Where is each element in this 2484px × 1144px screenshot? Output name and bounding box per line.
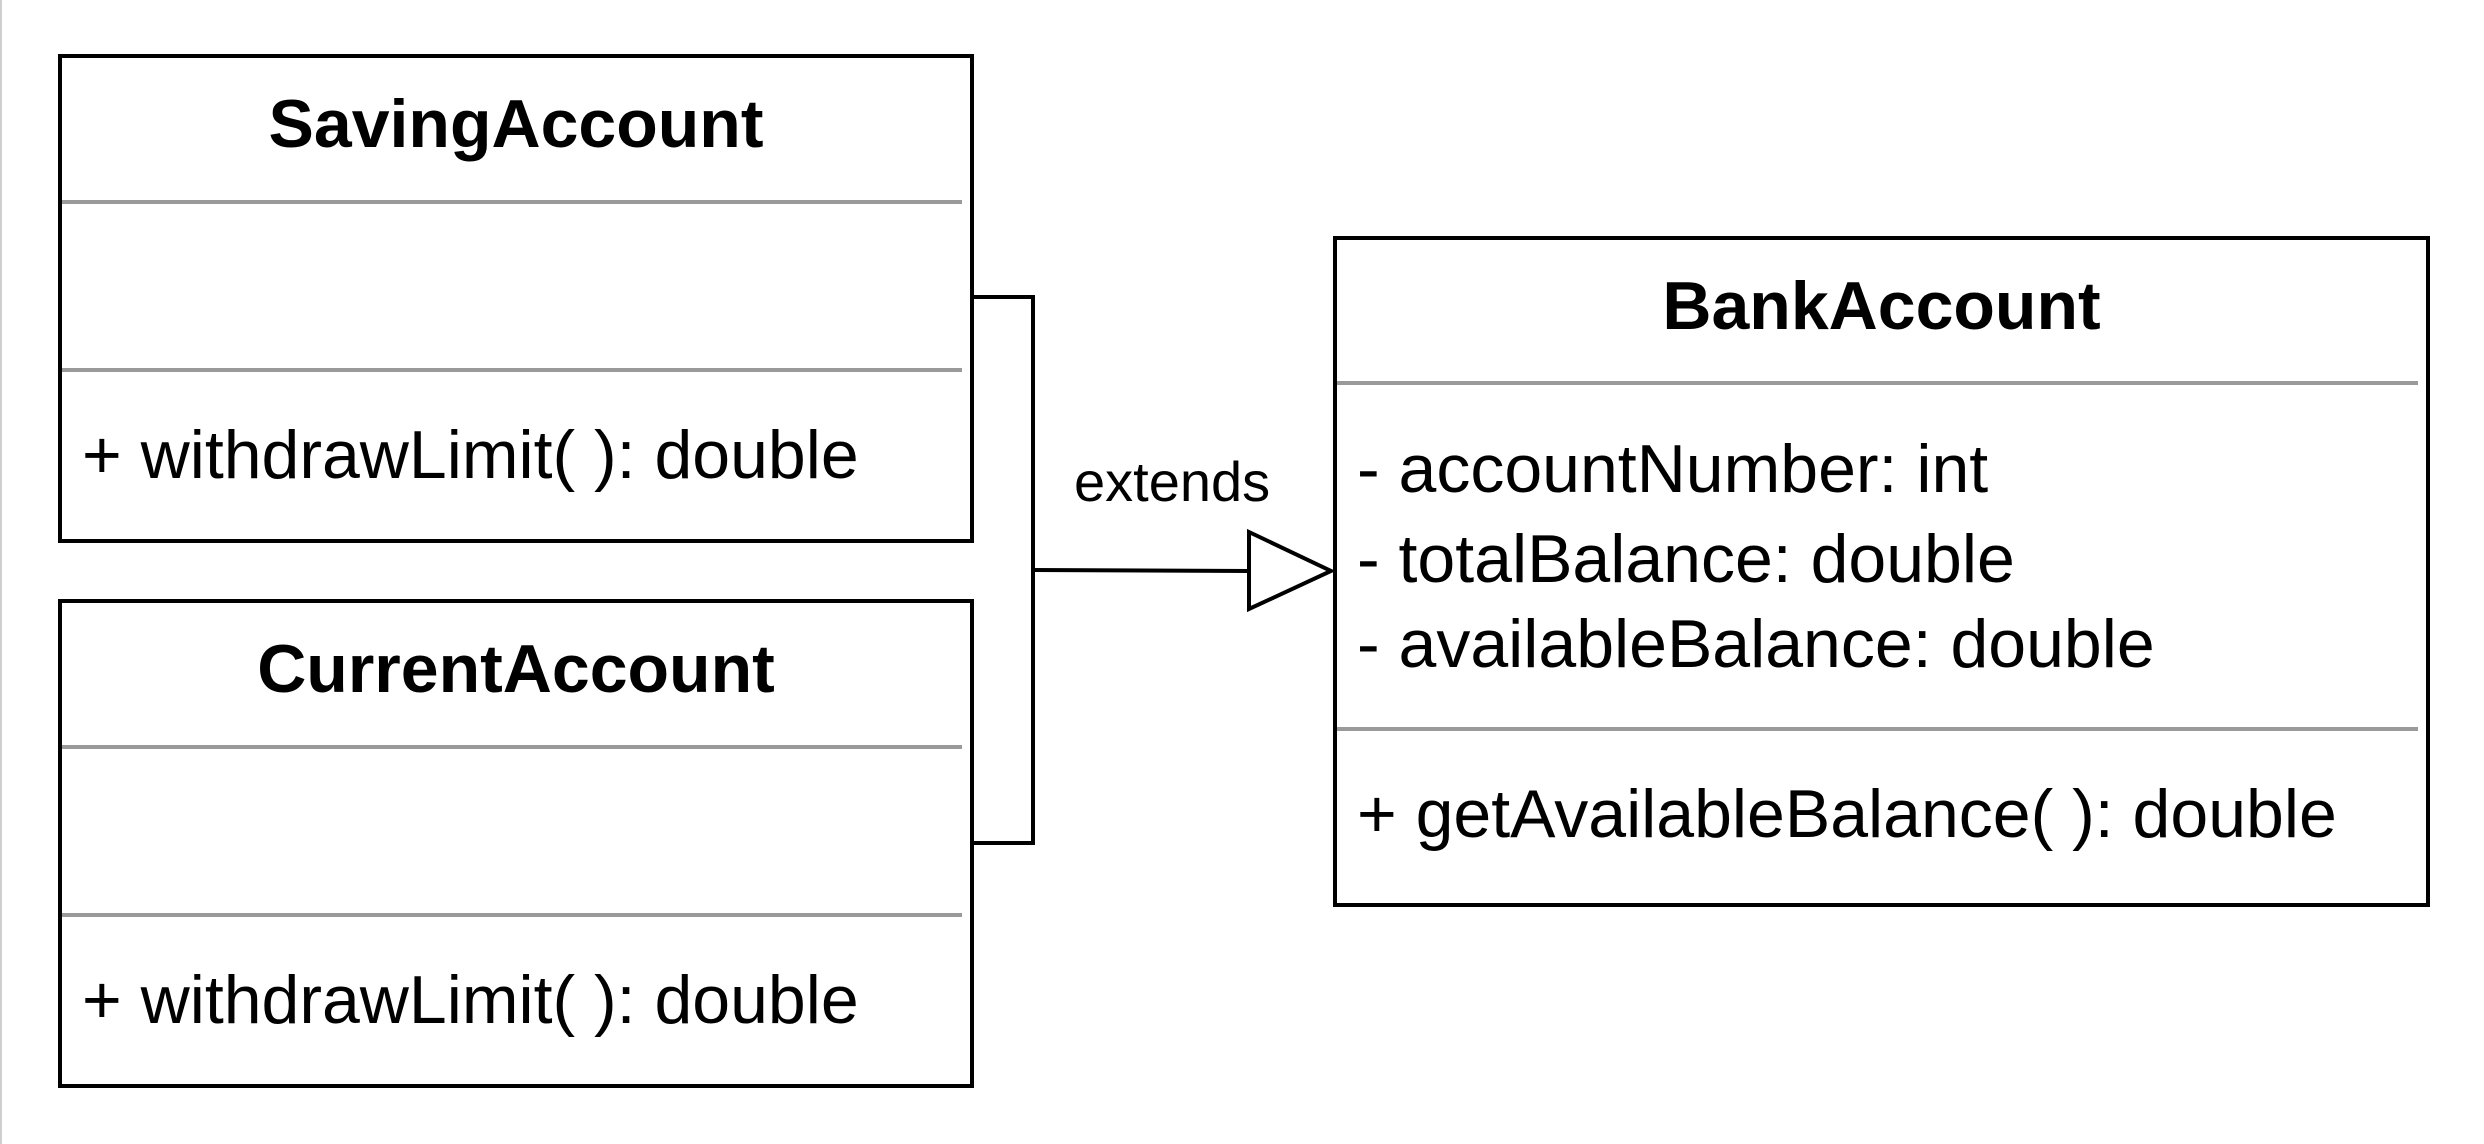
relationship-label: extends bbox=[1074, 450, 1271, 513]
class-name: SavingAccount bbox=[268, 86, 764, 162]
class-divider bbox=[62, 745, 962, 749]
class-saving-account: SavingAccount + withdrawLimit( ): double bbox=[58, 54, 974, 543]
connector-line bbox=[1032, 568, 1250, 573]
class-bank-account: BankAccount - accountNumber: int - total… bbox=[1333, 236, 2430, 907]
class-attribute: - totalBalance: double bbox=[1357, 521, 2015, 597]
class-method: + withdrawLimit( ): double bbox=[82, 962, 859, 1038]
class-method: + getAvailableBalance( ): double bbox=[1357, 776, 2337, 852]
class-current-account: CurrentAccount + withdrawLimit( ): doubl… bbox=[58, 599, 974, 1088]
class-name: BankAccount bbox=[1662, 268, 2101, 344]
class-attribute: - accountNumber: int bbox=[1357, 431, 1989, 507]
class-divider bbox=[62, 913, 962, 917]
class-divider bbox=[1337, 381, 2418, 385]
class-divider bbox=[1337, 727, 2418, 731]
class-method: + withdrawLimit( ): double bbox=[82, 417, 859, 493]
inheritance-arrowhead-icon bbox=[1247, 528, 1336, 613]
class-attribute: - availableBalance: double bbox=[1357, 606, 2155, 682]
connector-line bbox=[974, 295, 1035, 845]
class-divider bbox=[62, 200, 962, 204]
class-name: CurrentAccount bbox=[257, 631, 775, 707]
class-divider bbox=[62, 368, 962, 372]
